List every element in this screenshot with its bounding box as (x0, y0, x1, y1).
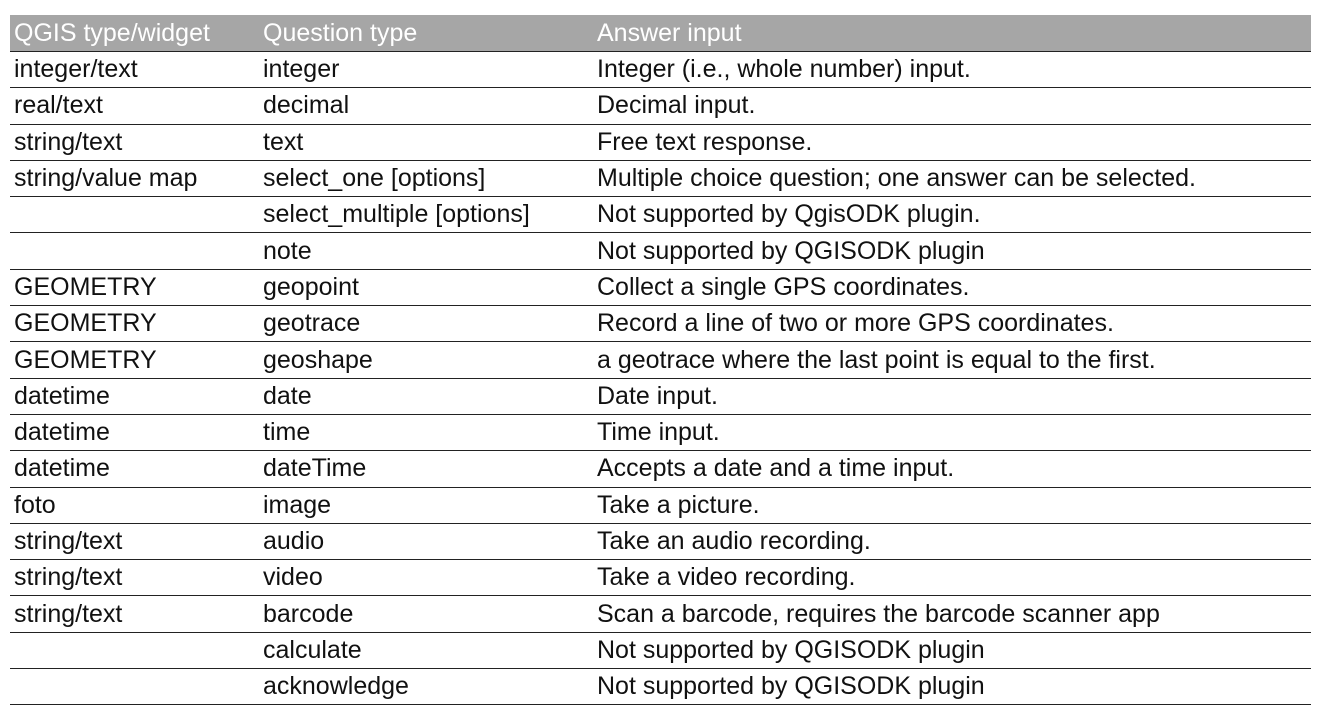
cell-question-type: barcode (263, 599, 354, 628)
cell-qgis-type: string/text (14, 563, 123, 592)
header-question-type: Question type (263, 18, 418, 47)
cell-answer-input: Not supported by QGISODK plugin (597, 672, 985, 701)
cell-answer-input: Take a video recording. (597, 563, 856, 592)
cell-answer-input: Decimal input. (597, 91, 756, 120)
cell-question-type: integer (263, 55, 340, 84)
table-row: integer/text integer Integer (i.e., whole … (10, 51, 1311, 87)
cell-question-type: select_multiple [options] (263, 200, 530, 229)
cell-answer-input: Scan a barcode, requires the barcode sca… (597, 599, 1160, 628)
table-row: string/text video Take a video recording. (10, 559, 1311, 595)
cell-question-type: dateTime (263, 454, 367, 483)
table-row: foto image Take a picture. (10, 486, 1311, 523)
cell-qgis-type: GEOMETRY (14, 345, 157, 374)
table-row: string/value map select_one [options] Mult… (10, 159, 1311, 196)
table-row: datetime date Date input. (10, 377, 1311, 414)
table-row: calculate Not supported by QGISODK plugin (10, 631, 1311, 668)
cell-question-type: calculate (263, 635, 362, 664)
cell-answer-input: Take an audio recording. (597, 527, 871, 555)
cell-answer-input: Integer (i.e., whole number) input. (597, 55, 971, 84)
table-row: string/text audio Take an audio recording. (10, 522, 1311, 559)
cell-answer-input: Date input. (597, 381, 718, 410)
cell-answer-input: Not supported by QGISODK plugin (597, 635, 985, 664)
cell-answer-input: Collect a single GPS coordinates. (597, 272, 970, 301)
table-row: GEOMETRY geopoint Collect a single GPS coo… (10, 268, 1311, 305)
cell-answer-input: Accepts a date and a time input. (597, 454, 955, 483)
cell-answer-input: Take a picture. (597, 490, 760, 519)
cell-answer-input: Not supported by QgisODK plugin. (597, 200, 981, 229)
table-row: note Not supported by QGISODK plugin (10, 232, 1311, 268)
table-row: real/text decimal Decimal input. (10, 87, 1311, 123)
cell-qgis-type: real/text (14, 91, 103, 120)
table-row: GEOMETRY geoshape a geotrace where the las… (10, 341, 1311, 377)
table-row: acknowledge Not supported by QGISODK plug… (10, 668, 1311, 704)
cell-question-type: select_one [options] (263, 164, 486, 193)
cell-qgis-type: integer/text (14, 55, 138, 84)
table-header-row: QGIS type/widget Question type Answer in… (10, 15, 1311, 51)
cell-question-type: date (263, 381, 312, 410)
cell-question-type: acknowledge (263, 672, 409, 701)
cell-answer-input: Free text response. (597, 127, 813, 156)
cell-answer-input: Record a line of two or more GPS coordin… (597, 309, 1114, 338)
cell-qgis-type: foto (14, 490, 56, 519)
cell-qgis-type: string/text (14, 127, 123, 156)
cell-question-type: decimal (263, 91, 350, 120)
table-body: integer/text integer Integer (i.e., whole … (10, 51, 1311, 704)
cell-qgis-type: datetime (14, 418, 110, 447)
cell-qgis-type: GEOMETRY (14, 272, 157, 301)
table-row: datetime time Time input. (10, 413, 1311, 450)
cell-question-type: audio (263, 527, 325, 555)
cell-question-type: geopoint (263, 272, 359, 301)
question-type-table: QGIS type/widget Question type Answer in… (10, 15, 1311, 706)
cell-answer-input: Time input. (597, 418, 720, 447)
cell-question-type: geotrace (263, 309, 361, 338)
cell-qgis-type: datetime (14, 381, 110, 410)
cell-qgis-type: string/text (14, 527, 123, 555)
cell-qgis-type: GEOMETRY (14, 309, 157, 338)
cell-question-type: note (263, 236, 312, 265)
header-answer-input: Answer input (597, 18, 742, 47)
cell-question-type: text (263, 127, 304, 156)
cell-qgis-type: string/text (14, 599, 123, 628)
table-row: datetime dateTime Accepts a date and a tim… (10, 450, 1311, 486)
table-row: select_multiple [options] Not supported b… (10, 196, 1311, 232)
header-qgis-type: QGIS type/widget (14, 18, 210, 47)
cell-answer-input: a geotrace where the last point is equal… (597, 345, 1156, 374)
cell-qgis-type: datetime (14, 454, 110, 483)
cell-qgis-type: string/value map (14, 164, 198, 193)
table-row: GEOMETRY geotrace Record a line of two or … (10, 305, 1311, 341)
cell-question-type: geoshape (263, 345, 373, 374)
cell-answer-input: Not supported by QGISODK plugin (597, 236, 985, 265)
cell-question-type: time (263, 418, 311, 447)
cell-answer-input: Multiple choice question; one answer can… (597, 164, 1196, 193)
cell-question-type: video (263, 563, 323, 592)
cell-question-type: image (263, 490, 332, 519)
table-row: string/text barcode Scan a barcode, requir… (10, 595, 1311, 631)
table-row: string/text text Free text response. (10, 123, 1311, 160)
